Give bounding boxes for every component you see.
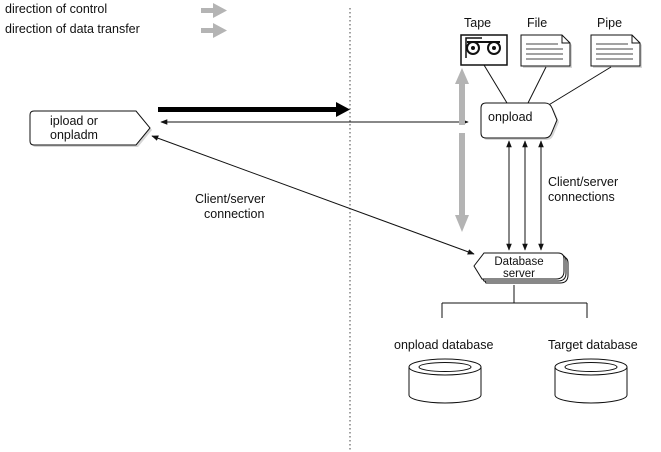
database-server-node: Database server	[473, 252, 569, 284]
pipe-label: Pipe	[597, 16, 622, 30]
pipe-icon	[590, 34, 642, 68]
client-label-line1: ipload or	[50, 114, 98, 128]
onpload-database-label: onpload database	[394, 338, 493, 352]
client-server-link	[151, 135, 475, 255]
legend-control-label: direction of control	[5, 2, 107, 16]
onpload-node: onpload	[480, 102, 559, 140]
right-connection-label-line2: connections	[548, 190, 615, 204]
legend: direction of control direction of data t…	[5, 2, 227, 38]
pipe-onpload-link	[546, 66, 612, 107]
vertical-control-arrow	[455, 68, 469, 232]
right-connection-label-line1: Client/server	[548, 175, 618, 189]
control-arrow	[158, 102, 350, 117]
onpload-database-node: onpload database	[394, 338, 493, 404]
tape-label: Tape	[464, 16, 491, 30]
legend-data-label: direction of data transfer	[5, 22, 140, 36]
server-label-line2: server	[503, 268, 535, 280]
legend-control-arrow-icon	[201, 3, 227, 18]
legend-data-arrow-icon	[201, 23, 227, 38]
client-label-line2: onpladm	[50, 128, 98, 142]
onpload-label: onpload	[488, 110, 533, 124]
file-label: File	[527, 16, 547, 30]
pipe-node: Pipe	[590, 16, 642, 68]
tape-onpload-link	[483, 64, 508, 104]
client-node: ipload or onpladm	[29, 110, 152, 147]
target-database-node: Target database	[548, 338, 638, 404]
server-database-connector	[441, 285, 588, 318]
file-node: File	[520, 16, 572, 68]
left-connection-label-line2: connection	[204, 207, 265, 221]
file-icon	[520, 34, 572, 68]
tape-node: Tape	[460, 16, 508, 66]
left-connection-label-line1: Client/server	[195, 192, 265, 206]
file-onpload-link	[527, 66, 547, 104]
database-cylinder-icon	[554, 358, 628, 404]
server-label-line1: Database	[494, 256, 543, 268]
target-database-label: Target database	[548, 338, 638, 352]
database-cylinder-icon	[408, 358, 482, 404]
